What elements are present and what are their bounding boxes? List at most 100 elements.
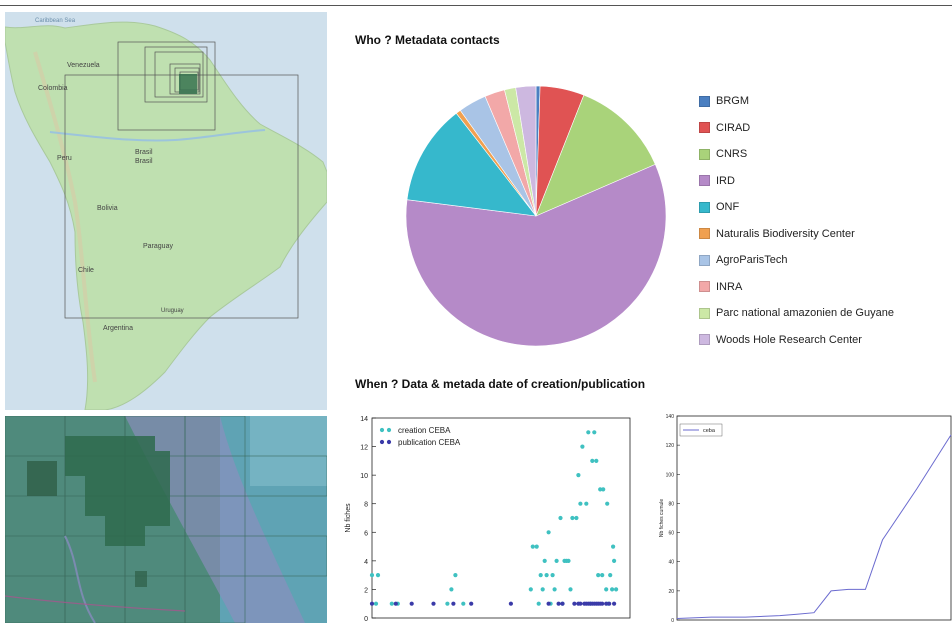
legend-label: IRD [716, 174, 735, 187]
scatter-point-1 [604, 601, 609, 606]
scatter-point-0 [449, 587, 454, 592]
legend-label: AgroParisTech [716, 254, 788, 267]
line-ytick-label: 80 [668, 501, 674, 507]
scatter-point-0 [445, 601, 450, 606]
scatter-legend-marker-1 [379, 439, 385, 445]
scatter-ytick-label: 10 [360, 473, 368, 480]
scatter-point-1 [393, 601, 398, 606]
scatter-point-0 [604, 587, 609, 592]
scatter-point-0 [611, 544, 616, 549]
legend-swatch [699, 307, 710, 319]
scatter-point-1 [451, 601, 456, 606]
map-label-paraguay: Paraguay [143, 243, 173, 250]
map-label-peru: Peru [57, 155, 72, 162]
scatter-legend-label-1: publication CEBA [398, 438, 461, 447]
scatter-point-1 [572, 601, 577, 606]
river-line [64, 535, 96, 623]
scatter-point-0 [578, 501, 583, 506]
scatter-point-0 [546, 530, 551, 535]
line-series-0 [676, 434, 952, 619]
scatter-point-1 [508, 601, 513, 606]
scatter-point-0 [538, 573, 543, 578]
legend-swatch [699, 201, 710, 213]
legend-label: CNRS [716, 148, 748, 161]
who-heading: Who ? Metadata contacts [355, 33, 500, 47]
scatter-point-0 [542, 558, 547, 563]
scatter-point-0 [586, 430, 591, 435]
scatter-point-0 [373, 601, 379, 606]
legend-item-9: Woods Hole Research Center [699, 327, 894, 354]
pie-slice-3 [405, 163, 667, 347]
scatter-point-0 [552, 587, 557, 592]
scatter-point-0 [528, 587, 533, 592]
scatter-point-0 [576, 473, 581, 478]
scatter-point-0 [558, 515, 563, 521]
legend-swatch [699, 228, 710, 240]
scatter-point-0 [610, 587, 615, 592]
legend-item-3: IRD [699, 168, 894, 195]
legend-swatch [699, 175, 710, 187]
scatter-point-0 [601, 487, 606, 492]
sea-area-light [250, 416, 327, 486]
map-label-venezuela: Venezuela [67, 62, 100, 69]
legend-item-4: ONF [699, 194, 894, 221]
pie-slice-4 [406, 112, 537, 217]
scatter-point-0 [536, 601, 541, 606]
legend-label: Naturalis Biodiversity Center [716, 227, 855, 240]
line-ytick-label: 0 [671, 618, 674, 623]
scatter-point-1 [369, 601, 375, 606]
legend-swatch [699, 122, 710, 134]
scatter-point-0 [605, 501, 610, 506]
scatter-legend-marker-0 [386, 427, 392, 433]
scatter-ytick-label: 8 [364, 502, 368, 509]
extent-box-a [144, 46, 208, 103]
scatter-ytick-label: 0 [364, 616, 368, 623]
legend-swatch [699, 95, 710, 107]
scatter-point-0 [540, 587, 545, 592]
line-ytick-label: 20 [668, 589, 674, 595]
land-shape [5, 21, 327, 410]
scatter-point-0 [550, 573, 555, 578]
scatter-ytick-label: 12 [360, 445, 368, 452]
scatter-point-1 [560, 601, 565, 606]
legend-item-7: INRA [699, 274, 894, 301]
legend-label: INRA [716, 280, 743, 293]
scatter-point-1 [600, 601, 605, 606]
scatter-point-0 [530, 544, 535, 549]
dense-forest-block [65, 436, 170, 546]
scatter-ytick-label: 2 [364, 587, 368, 594]
scatter-ytick-label: 4 [364, 559, 368, 566]
scatter-point-0 [612, 558, 617, 563]
scatter-point-0 [600, 573, 605, 578]
scatter-point-0 [608, 573, 613, 578]
extent-box-medium [117, 41, 216, 131]
scatter-point-0 [614, 587, 619, 592]
river-line-2 [5, 595, 186, 612]
legend-item-1: CIRAD [699, 115, 894, 142]
legend-item-8: Parc national amazonien de Guyane [699, 300, 894, 327]
line-ylabel: Nb fiches cumule [659, 499, 665, 538]
map-label-chile: Chile [78, 267, 94, 274]
legend-swatch [699, 334, 710, 346]
scatter-legend-marker-0 [379, 427, 385, 433]
pie-legend: BRGM CIRAD CNRS IRD ONF Naturalis Biodiversit… [699, 88, 894, 353]
scatter-point-0 [594, 458, 599, 463]
french-guiana-zoom-map[interactable] [5, 416, 327, 623]
south-america-map-svg: Caribbean Sea Venezuela Colombia Peru Br… [5, 18, 327, 410]
legend-item-5: Naturalis Biodiversity Center [699, 221, 894, 248]
scatter-point-0 [598, 487, 603, 492]
legend-label: ONF [716, 201, 740, 214]
scatter-point-0 [566, 558, 571, 563]
scatter-point-1 [431, 601, 436, 606]
legend-label: BRGM [716, 95, 749, 108]
line-ytick-label: 140 [666, 414, 675, 420]
scatter-point-1 [469, 601, 474, 606]
line-legend-label-0: ceba [703, 428, 716, 434]
scatter-point-0 [375, 573, 381, 578]
legend-item-6: AgroParisTech [699, 247, 894, 274]
map-label-brasil-2: Brasil [135, 158, 153, 165]
scatter-point-0 [590, 458, 595, 463]
south-america-map[interactable]: Caribbean Sea Venezuela Colombia Peru Br… [5, 12, 327, 410]
scatter-point-0 [574, 515, 579, 521]
